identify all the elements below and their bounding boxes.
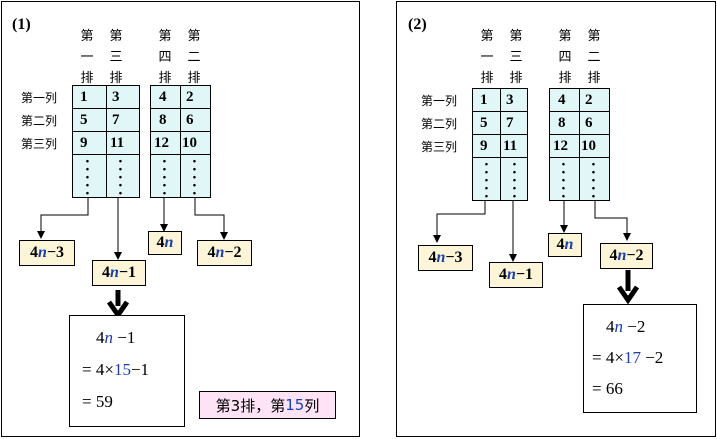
- column-label-row2: 第二排: [187, 29, 201, 86]
- row-label: 第二列: [21, 114, 58, 128]
- grid-cell: 3: [112, 89, 120, 105]
- column-label-row4: 第四排: [158, 29, 172, 86]
- panel-label: (2): [408, 16, 427, 33]
- grid-cell: 6: [585, 115, 593, 131]
- grid-cell: 12: [553, 138, 568, 154]
- grid-cell: 2: [186, 89, 194, 105]
- even-numbers-grid: 4 2 8 6 12 10 ····· ·····: [549, 88, 610, 205]
- ellipsis-dots: ·····: [118, 154, 123, 202]
- panel-label: (1): [12, 16, 31, 33]
- grid-cell: 4: [159, 89, 167, 105]
- column-label-row2: 第二排: [587, 29, 601, 86]
- calc-line: = 66: [592, 379, 623, 398]
- grid-cell: 1: [480, 92, 488, 108]
- grid-cell: 11: [503, 138, 518, 154]
- column-label-row1: 第一排: [480, 29, 494, 86]
- calc-line: = 59: [82, 392, 113, 411]
- grid-cell: 8: [159, 112, 167, 128]
- ellipsis-dots: ·····: [192, 154, 197, 202]
- grid-cell: 7: [506, 115, 514, 131]
- grid-cell: 10: [581, 138, 596, 154]
- calc-line: 4n −1: [96, 328, 136, 347]
- grid-cell: 12: [154, 135, 169, 151]
- grid-cell: 9: [480, 138, 488, 154]
- ellipsis-dots: ·····: [561, 157, 566, 205]
- row-label: 第三列: [421, 140, 458, 154]
- ellipsis-dots: ·····: [512, 157, 517, 205]
- odd-numbers-grid: 1 3 5 7 9 11 ····· ·····: [72, 85, 140, 202]
- ellipsis-dots: ·····: [484, 157, 489, 205]
- grid-cell: 4: [558, 92, 566, 108]
- grid-cell: 5: [80, 112, 88, 128]
- calc-line: = 4×17 −2: [592, 348, 664, 367]
- calc-line: 4n −2: [606, 317, 646, 336]
- grid-cell: 6: [186, 112, 194, 128]
- column-label-row3: 第三排: [109, 29, 123, 86]
- row-label: 第一列: [421, 94, 458, 108]
- grid-cell: 7: [112, 112, 120, 128]
- grid-cell: 1: [80, 89, 88, 105]
- even-numbers-grid: 4 2 8 6 12 10 ····· ·····: [150, 85, 211, 202]
- connector-arrows: [433, 201, 640, 305]
- panel-1: (1) 第一排 第三排 第四排 第二排 第一列 第二列 第三列 1 3 5 7 …: [1, 1, 360, 437]
- grid-cell: 10: [182, 135, 197, 151]
- row-label: 第二列: [421, 117, 458, 131]
- panel-2: (2) 第一排 第三排 第四排 第二排 第一列 第二列 第三列 1 3 5 7 …: [396, 1, 716, 437]
- column-label-row1: 第一排: [80, 29, 94, 86]
- grid-cell: 2: [585, 92, 593, 108]
- odd-numbers-grid: 1 3 5 7 9 11 ····· ·····: [472, 88, 528, 205]
- ellipsis-dots: ·····: [591, 157, 596, 205]
- ellipsis-dots: ·····: [85, 154, 90, 202]
- grid-cell: 3: [506, 92, 514, 108]
- column-label-row3: 第三排: [509, 29, 523, 86]
- calc-line: = 4×15−1: [82, 360, 150, 379]
- row-label: 第一列: [21, 91, 58, 105]
- grid-cell: 5: [480, 115, 488, 131]
- grid-cell: 8: [558, 115, 566, 131]
- calculation-box: 4n −2 = 4×17 −2 = 66: [583, 304, 697, 413]
- grid-cell: 11: [110, 135, 125, 151]
- calculation-box: 4n −1 = 4×15−1 = 59: [69, 315, 185, 427]
- grid-cell: 9: [80, 135, 88, 151]
- row-label: 第三列: [21, 137, 58, 151]
- column-label-row4: 第四排: [558, 29, 572, 86]
- ellipsis-dots: ·····: [162, 154, 167, 202]
